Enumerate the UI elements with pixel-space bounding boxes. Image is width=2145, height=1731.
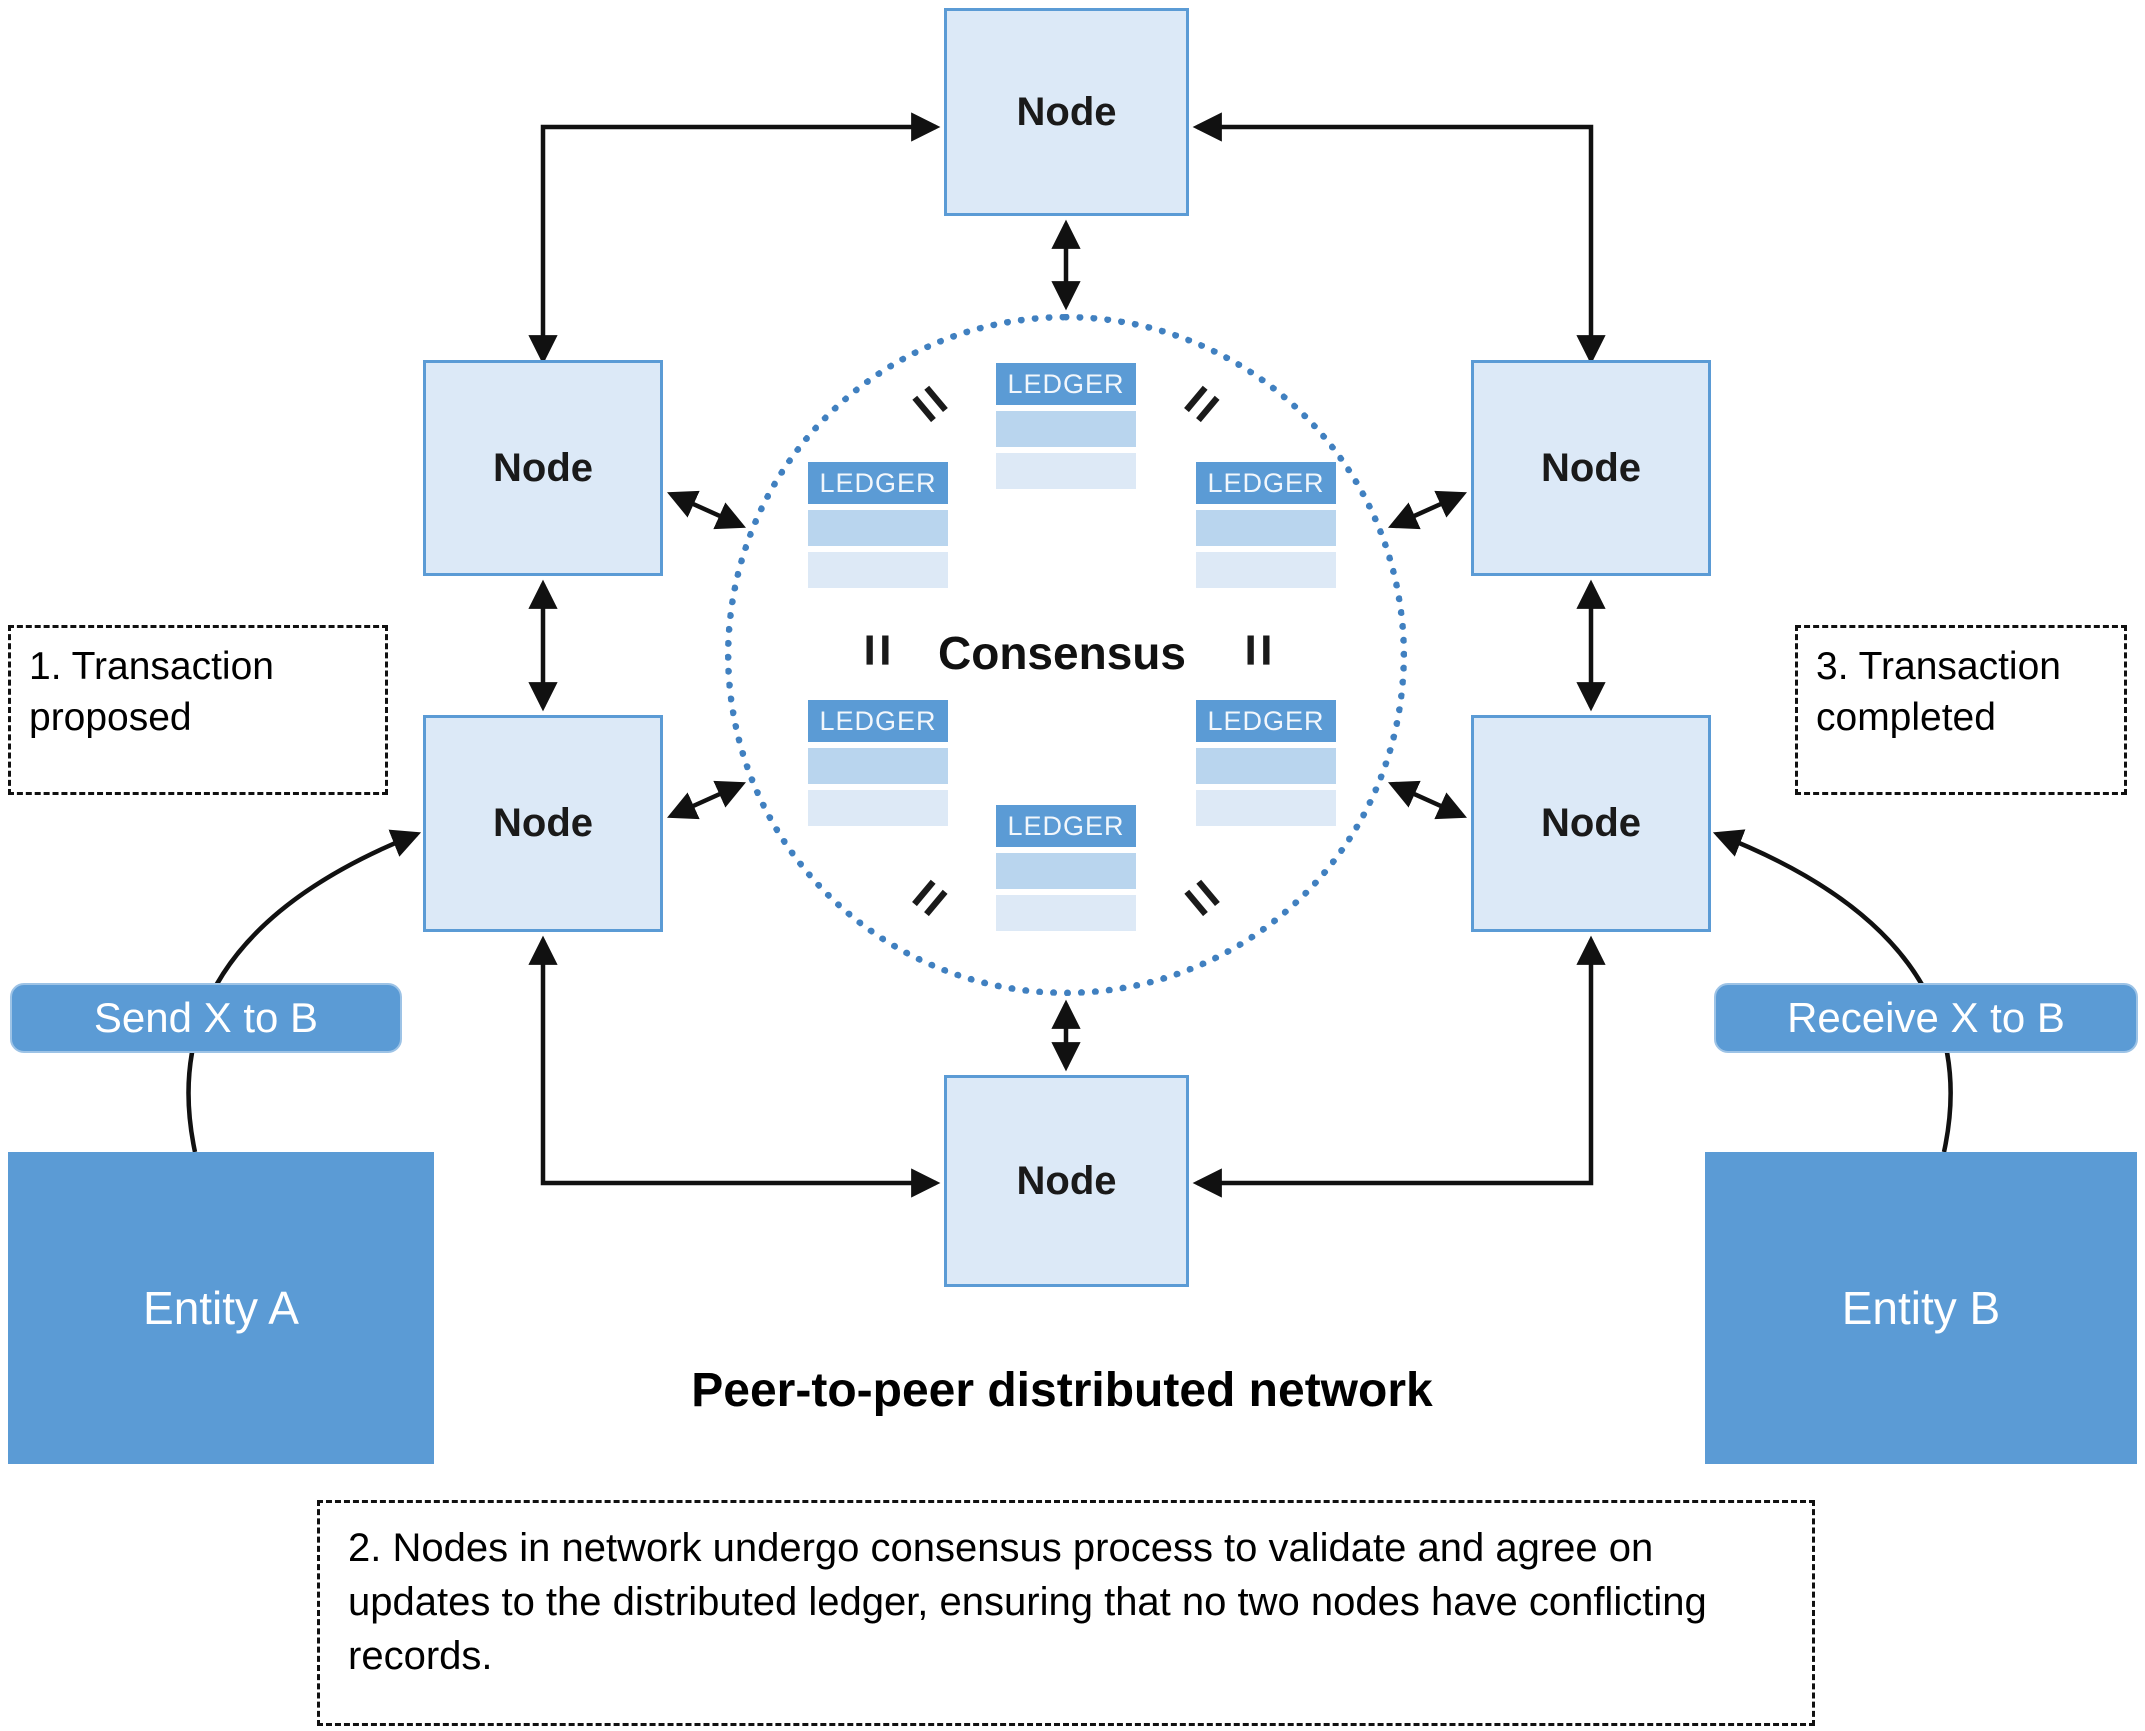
ledger-row bbox=[808, 790, 948, 826]
node-label: Node bbox=[1016, 89, 1117, 134]
ledger-row bbox=[1196, 748, 1336, 784]
ledger-row bbox=[1196, 552, 1336, 588]
ledger-lower-right: LEDGER bbox=[1196, 700, 1336, 826]
node-label: Node bbox=[1541, 801, 1641, 845]
ledger-title: LEDGER bbox=[808, 700, 948, 742]
node-box-lower-left: Node bbox=[423, 715, 663, 932]
ledger-upper-left: LEDGER bbox=[808, 462, 948, 588]
node-box-upper-left: Node bbox=[423, 360, 663, 576]
ledger-upper-right: LEDGER bbox=[1196, 462, 1336, 588]
ledger-row bbox=[996, 411, 1136, 447]
entity-b-box: Entity B bbox=[1705, 1152, 2137, 1464]
node-label: Node bbox=[493, 801, 593, 845]
ledger-title: LEDGER bbox=[1196, 462, 1336, 504]
ledger-row bbox=[808, 510, 948, 546]
ledger-row bbox=[996, 853, 1136, 889]
ledger-top: LEDGER bbox=[996, 363, 1136, 489]
ledger-row bbox=[1196, 790, 1336, 826]
annotation-step1: 1. Transaction proposed bbox=[8, 625, 388, 795]
ledger-title: LEDGER bbox=[996, 805, 1136, 847]
ledger-row bbox=[996, 895, 1136, 931]
node-box-bottom: Node bbox=[944, 1075, 1189, 1287]
ledger-row bbox=[996, 453, 1136, 489]
node-label: Node bbox=[1541, 445, 1641, 490]
ledger-row bbox=[808, 552, 948, 588]
ledger-title: LEDGER bbox=[1196, 700, 1336, 742]
ledger-title: LEDGER bbox=[808, 462, 948, 504]
entity-b-label: Entity B bbox=[1841, 1282, 2001, 1334]
entity-a-label: Entity A bbox=[143, 1282, 299, 1334]
annotation-step3: 3. Transaction completed bbox=[1795, 625, 2127, 795]
node-label: Node bbox=[493, 445, 593, 490]
receive-label-pill: Receive X to B bbox=[1714, 983, 2138, 1053]
ledger-row bbox=[808, 748, 948, 784]
consensus-label: Consensus bbox=[938, 627, 1186, 679]
send-label-pill: Send X to B bbox=[10, 983, 402, 1053]
entity-a-box: Entity A bbox=[8, 1152, 434, 1464]
annotation-step2: 2. Nodes in network undergo consensus pr… bbox=[317, 1500, 1815, 1726]
node-label: Node bbox=[1016, 1158, 1117, 1203]
ledger-row bbox=[1196, 510, 1336, 546]
ledger-lower-left: LEDGER bbox=[808, 700, 948, 826]
ledger-bottom: LEDGER bbox=[996, 805, 1136, 931]
node-box-lower-right: Node bbox=[1471, 715, 1711, 932]
diagram-title: Peer-to-peer distributed network bbox=[691, 1364, 1433, 1417]
node-box-upper-right: Node bbox=[1471, 360, 1711, 576]
node-box-top: Node bbox=[944, 8, 1189, 216]
ledger-title: LEDGER bbox=[996, 363, 1136, 405]
